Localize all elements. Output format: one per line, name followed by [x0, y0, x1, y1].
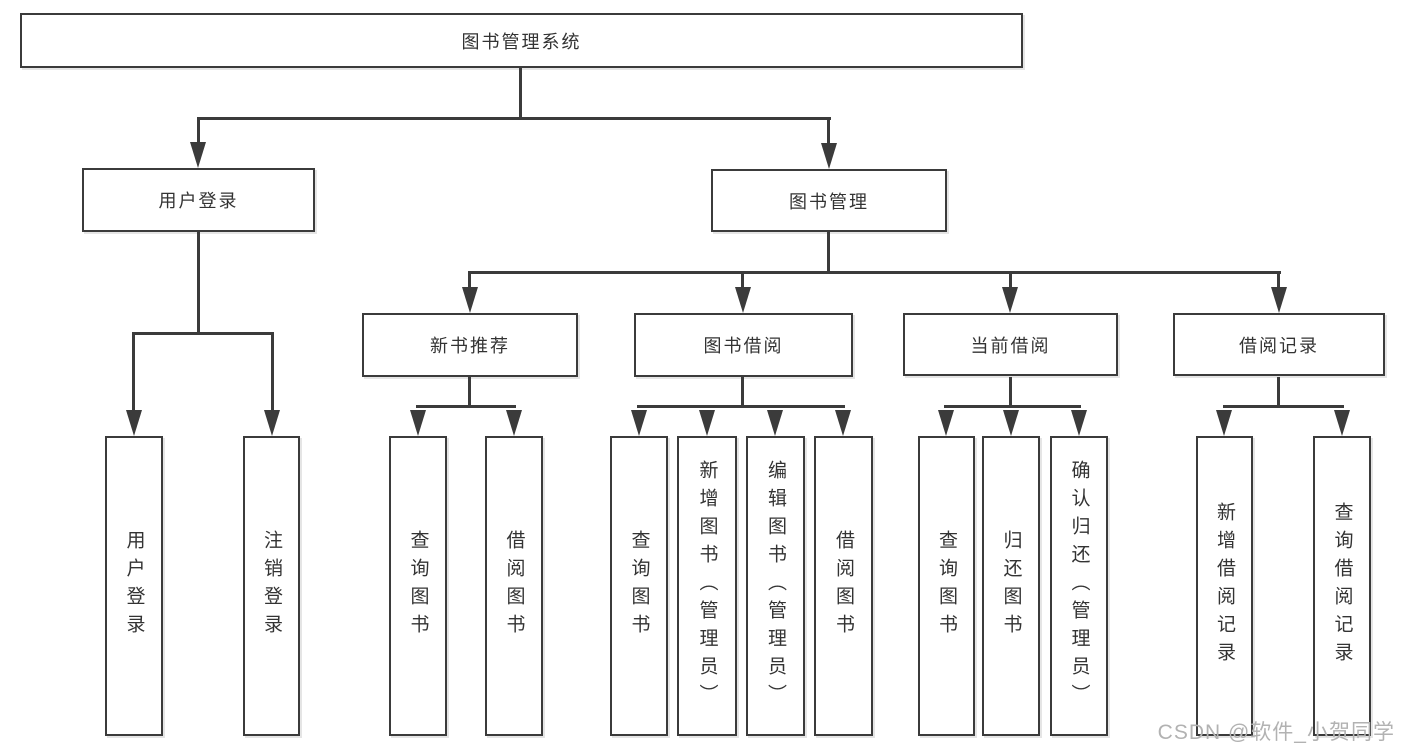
node-borrow-records: 借阅记录: [1173, 313, 1385, 376]
edge-stub: [1009, 377, 1012, 408]
leaf-label: 查询图书: [628, 530, 650, 642]
arrowhead-icon: [1216, 410, 1232, 436]
leaf-borrow-books-2: 借阅图书: [814, 436, 873, 736]
leaf-add-borrow-record: 新增借阅记录: [1196, 436, 1253, 736]
arrowhead-icon: [1271, 287, 1287, 313]
arrowhead-icon: [264, 410, 280, 436]
arrowhead-icon: [699, 410, 715, 436]
node-label: 用户登录: [158, 191, 239, 211]
leaf-edit-books-admin: 编辑图书（管理员）: [746, 436, 805, 736]
arrowhead-icon: [767, 410, 783, 436]
edge-stub: [741, 377, 744, 408]
arrowhead-icon: [938, 410, 954, 436]
leaf-logout: 注销登录: [243, 436, 300, 736]
leaf-return-books: 归还图书: [982, 436, 1040, 736]
leaf-label: 查询图书: [936, 530, 957, 642]
edge-branch: [1223, 405, 1344, 408]
node-label: 图书管理: [789, 191, 869, 212]
arrowhead-icon: [190, 142, 206, 168]
node-root-library-system: 图书管理系统: [20, 13, 1023, 68]
arrowhead-icon: [506, 410, 522, 436]
node-book-borrow: 图书借阅: [634, 313, 853, 377]
edge-stub: [741, 271, 744, 289]
csdn-watermark: CSDN @软件_小贺同学: [1157, 721, 1395, 744]
node-user-login: 用户登录: [82, 168, 315, 232]
leaf-label: 借阅图书: [503, 530, 525, 642]
leaf-label: 用户登录: [123, 530, 145, 642]
edge-branch: [944, 405, 1081, 408]
node-new-book-recommend: 新书推荐: [362, 313, 578, 377]
edge-stub: [468, 377, 471, 408]
node-label: 图书借阅: [703, 336, 784, 356]
node-label: 新书推荐: [430, 336, 510, 356]
leaf-query-borrow-record: 查询借阅记录: [1313, 436, 1371, 736]
leaf-label: 新增图书（管理员）: [696, 460, 718, 712]
leaf-label: 查询借阅记录: [1331, 502, 1353, 670]
node-book-management: 图书管理: [711, 169, 947, 232]
leaf-query-books-2: 查询图书: [610, 436, 668, 736]
leaf-borrow-books-1: 借阅图书: [485, 436, 543, 736]
node-current-borrow: 当前借阅: [903, 313, 1118, 376]
edge-user-login-down: [197, 232, 200, 334]
arrowhead-icon: [821, 143, 837, 169]
edge-branch: [637, 405, 845, 408]
edge-stub: [1277, 377, 1280, 408]
leaf-query-books-1: 查询图书: [389, 436, 447, 736]
arrowhead-icon: [1334, 410, 1350, 436]
arrowhead-icon: [462, 287, 478, 313]
arrowhead-icon: [410, 410, 426, 436]
leaf-label: 借阅图书: [833, 530, 854, 642]
node-label: 当前借阅: [970, 335, 1051, 356]
arrowhead-icon: [631, 410, 647, 436]
leaf-label: 注销登录: [261, 530, 282, 642]
edge-stub: [1009, 271, 1012, 289]
node-label: 图书管理系统: [461, 31, 582, 52]
edge-branch: [416, 405, 516, 408]
edge-book-mgmt-down: [827, 232, 830, 273]
edge-stub: [132, 332, 135, 410]
arrowhead-icon: [1002, 287, 1018, 313]
leaf-user-login: 用户登录: [105, 436, 163, 736]
edge-level2-branch: [197, 117, 831, 120]
leaf-add-books-admin: 新增图书（管理员）: [677, 436, 737, 736]
edge-stub: [468, 271, 471, 289]
edge-book-mgmt-stub: [827, 117, 830, 145]
leaf-label: 确认归还（管理员）: [1068, 460, 1090, 712]
arrowhead-icon: [1003, 410, 1019, 436]
edge-level3-branch: [468, 271, 1281, 274]
edge-root-stub: [519, 68, 522, 119]
leaf-label: 编辑图书（管理员）: [765, 460, 786, 712]
leaf-label: 新增借阅记录: [1214, 502, 1235, 670]
arrowhead-icon: [1071, 410, 1087, 436]
arrowhead-icon: [835, 410, 851, 436]
leaf-label: 归还图书: [1000, 530, 1022, 642]
arrowhead-icon: [735, 287, 751, 313]
leaf-query-books-3: 查询图书: [918, 436, 975, 736]
edge-stub: [271, 332, 274, 410]
arrowhead-icon: [126, 410, 142, 436]
edge-stub: [1277, 271, 1280, 289]
edge-user-login-branch: [132, 332, 274, 335]
edge-user-login-stub: [197, 117, 200, 145]
leaf-label: 查询图书: [407, 530, 429, 642]
node-label: 借阅记录: [1239, 335, 1319, 356]
leaf-confirm-return-admin: 确认归还（管理员）: [1050, 436, 1108, 736]
